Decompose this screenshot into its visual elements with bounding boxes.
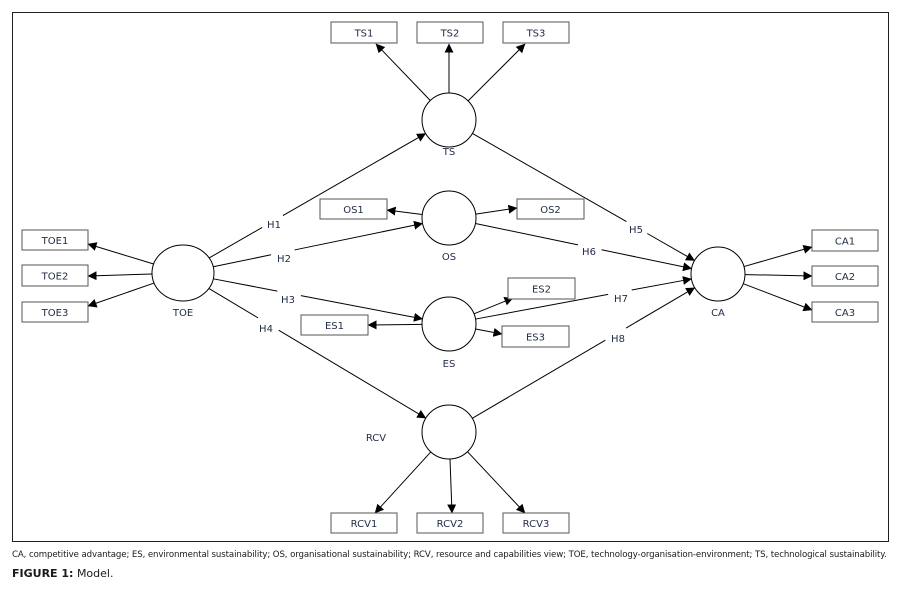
hypothesis-label-h5: H5 bbox=[629, 225, 643, 236]
hypothesis-path-h2-end bbox=[294, 220, 423, 251]
indicator-box-ts3 bbox=[502, 21, 570, 44]
construct-label-rcv: RCV bbox=[366, 433, 386, 444]
indicator-arrow-os2 bbox=[475, 204, 518, 215]
indicator-box-ca2 bbox=[811, 265, 879, 287]
indicator-arrow-es2 bbox=[473, 297, 514, 315]
construct-label-es: ES bbox=[443, 359, 456, 370]
indicator-label: ES1 bbox=[325, 321, 344, 332]
indicator-label: ES2 bbox=[532, 285, 551, 296]
hypothesis-label-h8: H8 bbox=[611, 334, 625, 345]
indicator-arrow-toe1 bbox=[87, 242, 154, 265]
hypothesis-path-h8-end bbox=[625, 287, 696, 329]
indicator-arrow-ca1 bbox=[743, 245, 813, 268]
indicator-box-rcv1 bbox=[330, 512, 398, 534]
figure-frame bbox=[12, 12, 889, 542]
indicator-arrow-ts1 bbox=[375, 43, 431, 101]
indicator-arrow-ts3 bbox=[467, 43, 526, 102]
indicator-label: TOE2 bbox=[41, 272, 69, 283]
construct-label-ts: TS bbox=[442, 147, 455, 158]
construct-ts bbox=[421, 92, 477, 148]
indicator-arrow-es1 bbox=[367, 320, 423, 330]
figure-label: FIGURE 1: bbox=[12, 567, 74, 580]
indicator-label: OS2 bbox=[540, 205, 561, 216]
hypothesis-path-h1-end bbox=[282, 133, 426, 216]
construct-toe bbox=[151, 244, 215, 302]
hypothesis-path-h6-end bbox=[601, 249, 693, 272]
indicator-box-toe2 bbox=[21, 264, 89, 287]
construct-ca bbox=[690, 246, 746, 302]
hypothesis-label-h2: H2 bbox=[277, 254, 291, 265]
hypothesis-path-h3-start bbox=[213, 278, 278, 292]
construct-label-toe: TOE bbox=[172, 308, 193, 319]
indicator-box-es2 bbox=[507, 277, 576, 300]
indicator-box-ca3 bbox=[811, 301, 879, 323]
indicator-label: OS1 bbox=[343, 205, 364, 216]
construct-es bbox=[421, 296, 477, 352]
hypothesis-path-h6-start bbox=[475, 223, 579, 246]
hypothesis-path-h7-end bbox=[631, 276, 692, 291]
indicator-label: RCV3 bbox=[523, 519, 550, 530]
indicator-arrow-es3 bbox=[475, 327, 503, 337]
hypothesis-path-h7-start bbox=[475, 293, 609, 320]
hypothesis-label-h3: H3 bbox=[281, 295, 295, 306]
hypothesis-label-h4: H4 bbox=[259, 324, 273, 335]
construct-rcv bbox=[421, 404, 477, 460]
hypothesis-path-h5-end bbox=[647, 233, 695, 262]
indicator-box-ca1 bbox=[811, 229, 879, 252]
hypothesis-label-h1: H1 bbox=[267, 220, 281, 231]
indicator-box-ts2 bbox=[416, 21, 484, 44]
construct-label-os: OS bbox=[442, 252, 456, 263]
figure-title: FIGURE 1: Model. bbox=[12, 567, 113, 580]
indicator-label: CA1 bbox=[835, 237, 855, 248]
hypothesis-label-h7: H7 bbox=[614, 294, 628, 305]
hypothesis-path-h3-end bbox=[300, 295, 423, 322]
hypothesis-label-h6: H6 bbox=[582, 247, 596, 258]
indicator-label: TS2 bbox=[440, 29, 460, 40]
indicator-label: RCV2 bbox=[437, 519, 464, 530]
indicator-box-ts1 bbox=[330, 21, 398, 44]
indicator-box-rcv2 bbox=[416, 512, 484, 534]
indicator-label: CA2 bbox=[835, 272, 855, 283]
indicator-arrow-rcv1 bbox=[374, 451, 432, 514]
hypothesis-path-h5-start bbox=[472, 132, 627, 223]
indicator-box-toe3 bbox=[21, 301, 89, 323]
indicator-arrow-toe2 bbox=[87, 271, 153, 281]
hypothesis-path-h2-start bbox=[213, 254, 272, 268]
indicator-label: TOE1 bbox=[41, 236, 69, 247]
indicator-box-toe1 bbox=[21, 229, 89, 251]
construct-os bbox=[421, 190, 477, 246]
indicator-box-es1 bbox=[300, 314, 369, 336]
indicator-arrow-toe3 bbox=[87, 282, 155, 308]
construct-label-ca: CA bbox=[711, 308, 725, 319]
indicator-label: RCV1 bbox=[351, 519, 378, 530]
indicator-arrow-rcv3 bbox=[467, 451, 526, 514]
indicator-label: ES3 bbox=[526, 333, 545, 344]
indicator-arrow-rcv2 bbox=[447, 458, 457, 514]
indicator-label: TS3 bbox=[526, 29, 546, 40]
hypothesis-path-h8-start bbox=[472, 339, 606, 419]
indicator-box-es3 bbox=[501, 325, 570, 348]
figure-title-text: Model. bbox=[76, 567, 114, 580]
indicator-label: TOE3 bbox=[41, 308, 69, 319]
indicator-box-os1 bbox=[319, 198, 388, 220]
hypothesis-path-h4-start bbox=[208, 288, 259, 319]
indicator-box-os2 bbox=[516, 198, 585, 220]
indicator-box-rcv3 bbox=[502, 512, 570, 534]
hypothesis-path-h1-start bbox=[208, 227, 263, 259]
indicator-arrow-ca3 bbox=[743, 283, 813, 312]
figure-caption: CA, competitive advantage; ES, environme… bbox=[12, 550, 887, 560]
indicator-label: CA3 bbox=[835, 308, 855, 319]
hypothesis-path-h4-end bbox=[278, 329, 427, 419]
indicator-arrow-ca2 bbox=[744, 271, 813, 281]
indicator-arrow-os1 bbox=[386, 206, 423, 216]
indicator-label: TS1 bbox=[354, 29, 374, 40]
